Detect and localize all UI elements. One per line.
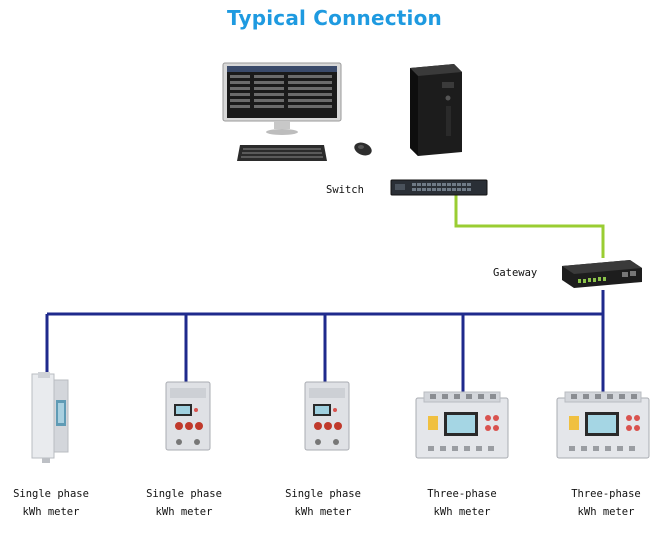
monitor-icon xyxy=(222,62,342,135)
diagram-title: Typical Connection xyxy=(227,6,442,30)
gateway-label: Gateway xyxy=(493,267,538,279)
single-phase-meter-1-icon xyxy=(31,372,69,463)
mouse-icon xyxy=(354,142,372,156)
meter-caption-1: Single phase kWh meter xyxy=(0,485,106,521)
computer-tower-icon xyxy=(410,64,462,156)
three-phase-meter-2-icon xyxy=(556,391,650,459)
meter-caption-line2: kWh meter xyxy=(22,506,80,518)
meter-caption-line2: kWh meter xyxy=(294,506,352,518)
meter-caption-4: Three-phase kWh meter xyxy=(407,485,517,521)
switch-label: Switch xyxy=(326,184,364,196)
network-switch-icon xyxy=(390,179,488,196)
meter-caption-line1: Single phase xyxy=(13,488,89,500)
meter-caption-line1: Three-phase xyxy=(571,488,641,500)
meter-caption-3: Single phase kWh meter xyxy=(268,485,378,521)
meter-caption-line1: Single phase xyxy=(146,488,222,500)
three-phase-meter-1-icon xyxy=(415,391,509,459)
meter-caption-line2: kWh meter xyxy=(433,506,491,518)
single-phase-meter-2-icon xyxy=(165,381,211,451)
meter-caption-line1: Three-phase xyxy=(427,488,497,500)
meter-caption-line2: kWh meter xyxy=(155,506,213,518)
meter-caption-5: Three-phase kWh meter xyxy=(551,485,661,521)
meter-caption-2: Single phase kWh meter xyxy=(129,485,239,521)
ethernet-link xyxy=(454,194,605,258)
meter-caption-line2: kWh meter xyxy=(577,506,635,518)
single-phase-meter-3-icon xyxy=(304,381,350,451)
keyboard-icon xyxy=(237,145,327,161)
meter-caption-line1: Single phase xyxy=(285,488,361,500)
gateway-icon xyxy=(562,260,642,288)
